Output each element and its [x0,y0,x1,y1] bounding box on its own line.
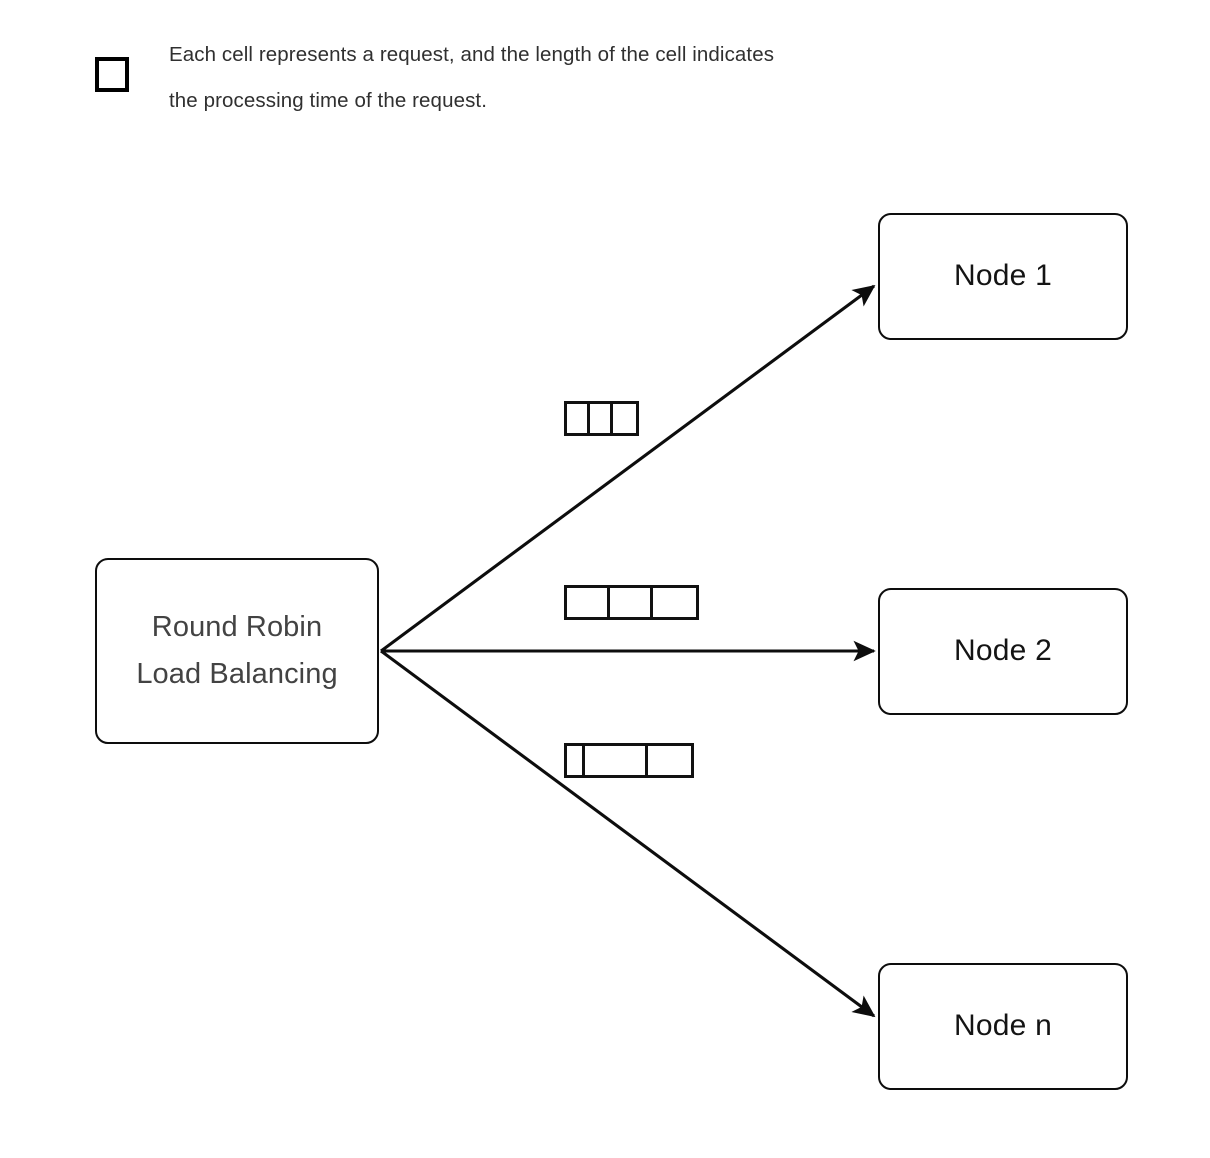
request-cell [653,588,696,617]
node-label-node-1: Node 1 [954,259,1052,293]
request-cell [648,746,691,775]
round-robin-load-balancer-label: Round Robin Load Balancing [136,611,338,690]
empty-square-icon [95,57,129,92]
request-queue-node-1 [564,401,639,436]
request-cell [567,746,585,775]
request-queue-node-2 [564,585,699,620]
request-cell [590,404,613,433]
node-box-node-1[interactable]: Node 1 [878,213,1128,340]
legend: Each cell represents a request, and the … [90,32,990,124]
request-cell [585,746,648,775]
legend-caption-text: Each cell represents a request, and the … [169,43,775,112]
request-cell [567,404,590,433]
request-cell [567,588,610,617]
node-box-node-n[interactable]: Node n [878,963,1128,1090]
request-cell [613,404,636,433]
edge-source-to-node-n [380,649,876,1018]
node-label-node-2: Node 2 [954,634,1052,668]
round-robin-load-balancer-box[interactable]: Round Robin Load Balancing [95,558,379,744]
request-queue-node-n [564,743,694,778]
node-label-node-n: Node n [954,1009,1052,1043]
node-box-node-2[interactable]: Node 2 [878,588,1128,715]
request-cell [610,588,653,617]
